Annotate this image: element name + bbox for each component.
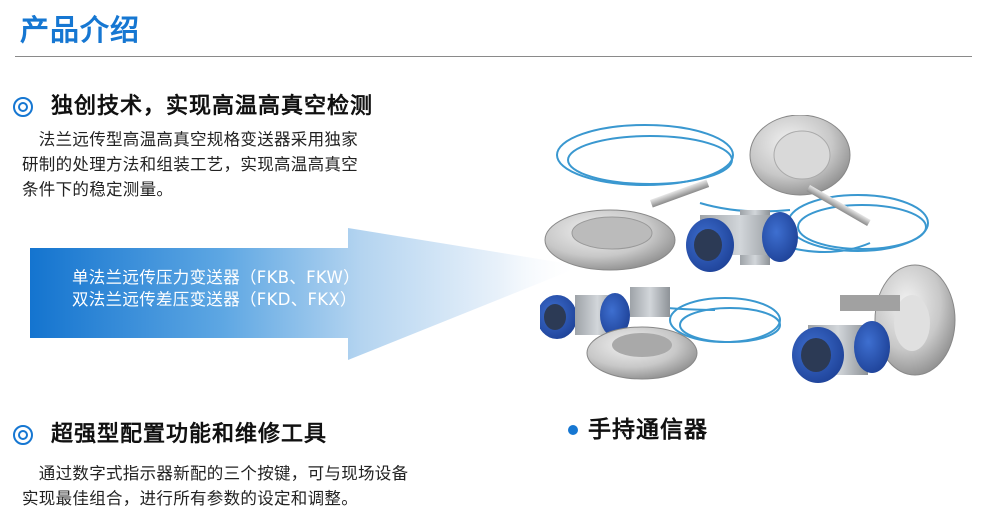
body-line: 研制的处理方法和组装工艺，实现高温高真空	[22, 155, 358, 174]
accessory-label: 手持通信器	[588, 417, 708, 443]
bullseye-icon	[13, 97, 33, 117]
body-line: 实现最佳组合，进行所有参数的设定和调整。	[22, 489, 358, 508]
body-line: 条件下的稳定测量。	[22, 180, 174, 199]
product-image	[540, 115, 956, 383]
body-line: 通过数字式指示器新配的三个按键，可与现场设备	[22, 464, 409, 483]
section-heading-text: 超强型配置功能和维修工具	[51, 422, 328, 447]
product-line-single-flange: 单法兰远传压力变送器（FKB、FKW）	[72, 268, 360, 287]
section-body-tech: 法兰远传型高温高真空规格变送器采用独家 研制的处理方法和组装工艺，实现高温高真空…	[22, 127, 358, 202]
title-divider	[15, 56, 972, 57]
section-body-config: 通过数字式指示器新配的三个按键，可与现场设备 实现最佳组合，进行所有参数的设定和…	[22, 461, 408, 511]
arrow-banner-text: 单法兰远传压力变送器（FKB、FKW） 双法兰远传差压变送器（FKD、FKX）	[72, 267, 360, 311]
section-heading-config: 超强型配置功能和维修工具	[13, 420, 327, 450]
page-title: 产品介绍	[20, 13, 141, 47]
bullseye-icon	[13, 425, 33, 445]
body-line: 法兰远传型高温高真空规格变送器采用独家	[22, 130, 358, 149]
product-line-dual-flange: 双法兰远传差压变送器（FKD、FKX）	[72, 290, 357, 309]
section-heading-text: 独创技术，实现高温高真空检测	[51, 94, 374, 119]
section-heading-tech: 独创技术，实现高温高真空检测	[13, 92, 373, 122]
dot-bullet-icon	[568, 425, 578, 435]
arrow-banner	[30, 228, 582, 360]
accessory-handheld-communicator: 手持通信器	[568, 413, 708, 447]
